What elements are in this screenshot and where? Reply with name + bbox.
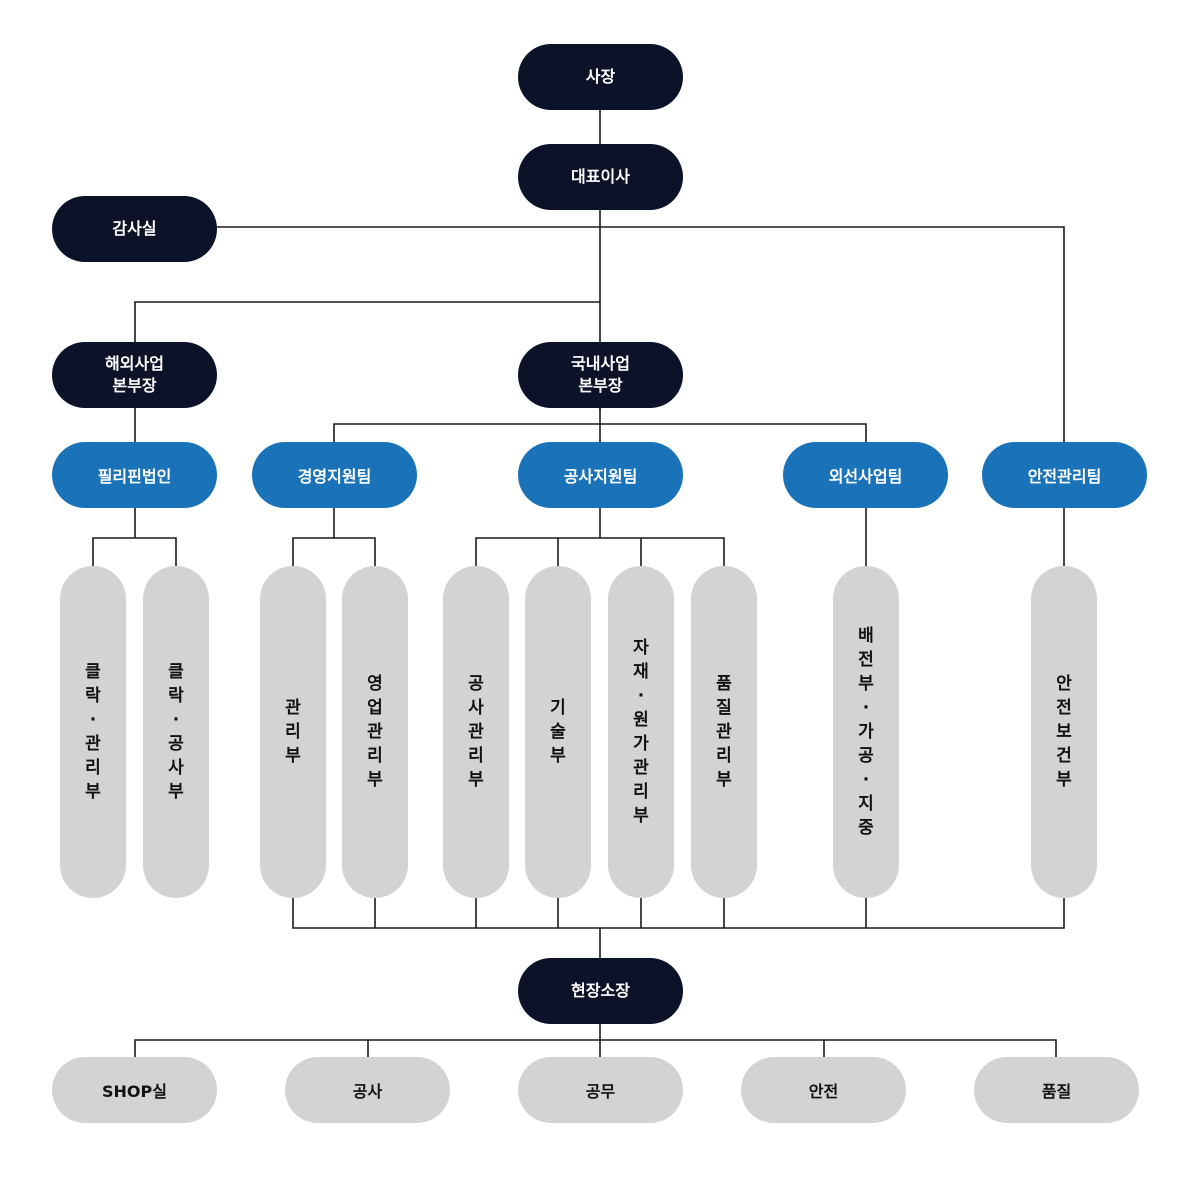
dept-label-char: 리: [468, 746, 484, 766]
philippines-label: 필리핀법인: [97, 467, 172, 486]
domestic-label: 국내사업 본부장: [571, 354, 630, 395]
dept-label-char: 보: [1056, 722, 1072, 742]
dept-label-char: 자: [633, 638, 649, 658]
transmission-label: 외선사업팀: [828, 467, 903, 486]
dept-label-char: 관: [285, 698, 301, 718]
dept-label-char: 부: [716, 770, 732, 790]
dept-label-char: 품: [716, 674, 732, 694]
site-unit-safety: 안전: [741, 1057, 906, 1123]
dept-label-char: 업: [367, 698, 383, 718]
dept-label-char: 사: [468, 698, 484, 718]
dept-label-char: 가: [633, 734, 649, 754]
dept-label-char: 관: [367, 722, 383, 742]
mgmt-support-label: 경영지원팀: [297, 467, 372, 486]
dept-label-char: 안: [1056, 674, 1072, 694]
dept-label-char: 질: [716, 698, 732, 718]
safety-team-label: 안전관리팀: [1027, 467, 1102, 486]
dept-label-char: 리: [285, 722, 301, 742]
dept-label-char: 기: [550, 698, 566, 718]
overseas-label: 해외사업 본부장: [105, 354, 164, 395]
site-manager-label: 현장소장: [571, 981, 630, 1000]
overseas-node: 해외사업 본부장: [52, 342, 217, 408]
dept-label-char: ·: [89, 710, 97, 730]
dept-label-char: 건: [1056, 746, 1072, 766]
dept-label-char: 클: [168, 662, 184, 682]
dept-label-char: 리: [85, 758, 101, 778]
audit-label: 감사실: [112, 219, 157, 238]
dept-label-char: 배: [858, 626, 874, 646]
dept-label-char: 클: [85, 662, 101, 682]
dept-label-char: 전: [1056, 698, 1072, 718]
dept-label-char: 사: [168, 758, 184, 778]
dept-label-char: 공: [858, 746, 874, 766]
dept-label-char: 영: [367, 674, 383, 694]
dept-label-char: 리: [367, 746, 383, 766]
transmission-node: 외선사업팀: [783, 442, 948, 508]
philippines-node: 필리핀법인: [52, 442, 217, 508]
audit-node: 감사실: [52, 196, 217, 262]
dept-label-char: 부: [633, 806, 649, 826]
dept-label-char: 공: [468, 674, 484, 694]
dept-label-char: 락: [85, 686, 101, 706]
president-node: 대표이사: [518, 144, 683, 210]
dept-label-char: 지: [858, 794, 874, 814]
dept-label-char: ·: [637, 686, 645, 706]
site-unit-label: 품질: [1041, 1082, 1072, 1101]
dept-label-char: 관: [716, 722, 732, 742]
site-unit-label: 공사: [352, 1082, 383, 1101]
dept-label-char: 전: [858, 650, 874, 670]
construction-support-label: 공사지원팀: [563, 467, 638, 486]
site-unit-quality: 품질: [974, 1057, 1139, 1123]
construction-support-node: 공사지원팀: [518, 442, 683, 508]
dept-label-char: 공: [168, 734, 184, 754]
dept-label-char: ·: [172, 710, 180, 730]
dept-label-char: 원: [633, 710, 649, 730]
dept-label-char: 재: [633, 662, 649, 682]
dept-label-char: 중: [858, 818, 874, 838]
site-unit-label: SHOP실: [102, 1082, 167, 1101]
dept-label-char: 락: [168, 686, 184, 706]
site-unit-shop: SHOP실: [52, 1057, 217, 1123]
safety-team-node: 안전관리팀: [982, 442, 1147, 508]
president-label: 대표이사: [571, 167, 630, 186]
domestic-node: 국내사업 본부장: [518, 342, 683, 408]
site-unit-affairs: 공무: [518, 1057, 683, 1123]
dept-label-char: 부: [858, 674, 874, 694]
dept-label-char: 술: [550, 722, 566, 742]
dept-label-char: 리: [633, 782, 649, 802]
dept-label-char: 관: [468, 722, 484, 742]
dept-label-char: 부: [468, 770, 484, 790]
dept-label-char: ·: [862, 698, 870, 718]
site-unit-label: 안전: [808, 1082, 839, 1101]
dept-label-char: 가: [858, 722, 874, 742]
ceo-node: 사장: [518, 44, 683, 110]
ceo-label: 사장: [585, 67, 616, 86]
dept-label-char: 부: [367, 770, 383, 790]
mgmt-support-node: 경영지원팀: [252, 442, 417, 508]
dept-label-char: 부: [550, 746, 566, 766]
site-manager-node: 현장소장: [518, 958, 683, 1024]
site-unit-construction: 공사: [285, 1057, 450, 1123]
dept-label-char: 부: [168, 782, 184, 802]
dept-label-char: 리: [716, 746, 732, 766]
site-unit-label: 공무: [585, 1082, 616, 1101]
dept-label-char: 관: [85, 734, 101, 754]
dept-label-char: 부: [285, 746, 301, 766]
dept-label-char: 부: [1056, 770, 1072, 790]
dept-label-char: ·: [862, 770, 870, 790]
dept-label-char: 관: [633, 758, 649, 778]
dept-label-char: 부: [85, 782, 101, 802]
